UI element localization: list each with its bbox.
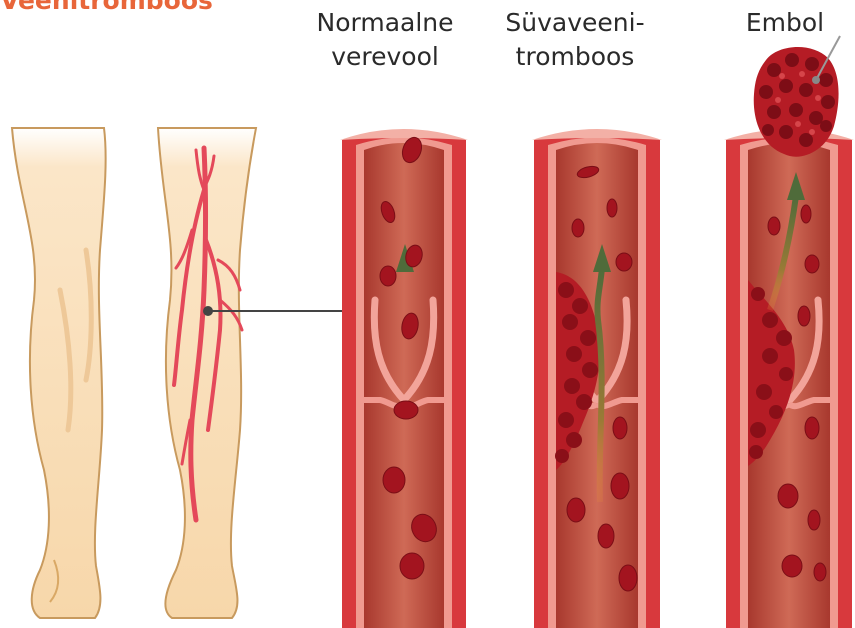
vein-embolus-icon	[724, 36, 854, 628]
vein-normal-icon	[340, 129, 468, 628]
vein-thrombosis-icon	[532, 129, 662, 628]
leg-front-icon	[12, 128, 106, 618]
leg-back-veins-icon	[158, 128, 346, 618]
